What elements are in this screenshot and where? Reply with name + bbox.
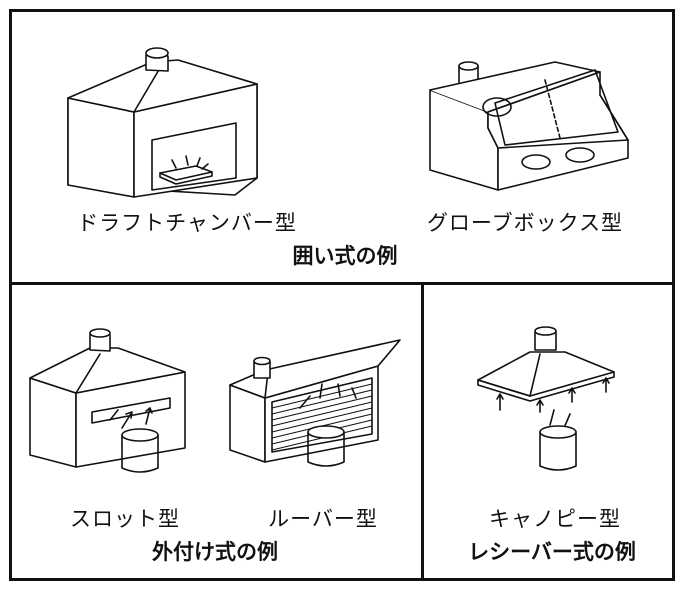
label-glove-box: グローブボックス型 [426, 211, 624, 235]
section-divider-horizontal [9, 282, 675, 285]
diagram-frame [9, 9, 675, 581]
caption-external-examples: 外付け式の例 [152, 540, 278, 564]
canopy-hood-illustration [478, 327, 614, 470]
label-canopy-type: キャノピー型 [489, 507, 621, 531]
section-divider-vertical [421, 282, 424, 578]
louver-hood-illustration [230, 340, 400, 466]
glove-box-illustration [430, 62, 628, 190]
label-louver-type: ルーバー型 [268, 507, 378, 531]
label-draft-chamber: ドラフトチャンバー型 [77, 211, 297, 235]
caption-enclosure-examples: 囲い式の例 [292, 244, 398, 268]
slot-hood-illustration [30, 329, 185, 472]
caption-receiver-examples: レシーバー式の例 [468, 540, 636, 564]
draft-chamber-illustration [68, 48, 257, 197]
label-slot-type: スロット型 [70, 507, 180, 531]
